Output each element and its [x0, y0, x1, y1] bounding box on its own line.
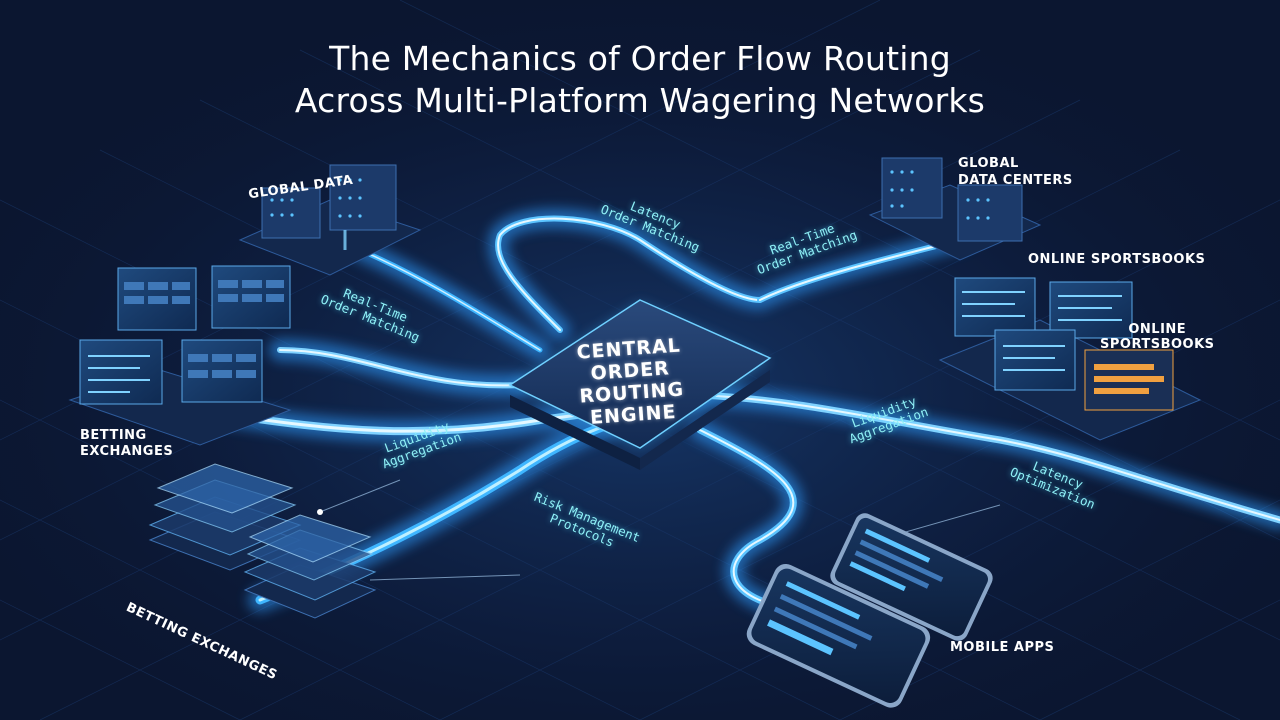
central-engine-label: CENTRAL ORDER ROUTING ENGINE — [553, 333, 709, 431]
label-online-sportsbooks-2: ONLINE SPORTSBOOKS — [1100, 322, 1215, 352]
label-global-data-centers-line2: DATA CENTERS — [958, 173, 1073, 188]
label-betting-exchanges-1-line2: EXCHANGES — [80, 444, 174, 459]
label-betting-exchanges-1-line1: BETTING — [80, 428, 147, 443]
server-rack-right — [868, 157, 1042, 261]
page-title: The Mechanics of Order Flow Routing Acro… — [0, 38, 1280, 122]
label-global-data-centers-line1: GLOBAL — [958, 156, 1019, 171]
exchange-layers-left — [148, 463, 377, 619]
label-online-sportsbooks-1: ONLINE SPORTSBOOKS — [1028, 252, 1206, 267]
label-mobile-apps: MOBILE APPS — [950, 640, 1055, 655]
central-engine-block — [508, 299, 772, 470]
exchange-screens-left — [68, 265, 292, 446]
label-online-sportsbooks-2-line2: SPORTSBOOKS — [1100, 337, 1215, 352]
annotation-dot — [317, 509, 323, 515]
label-global-data-centers: GLOBAL DATA CENTERS — [958, 155, 1073, 189]
title-line-2: Across Multi-Platform Wagering Networks — [294, 81, 986, 120]
label-online-sportsbooks-2-line1: ONLINE — [1128, 322, 1187, 337]
mobile-phones — [746, 513, 993, 708]
title-line-1: The Mechanics of Order Flow Routing — [329, 39, 951, 78]
server-rack-left — [238, 164, 422, 276]
sportsbook-screens-right — [938, 277, 1202, 441]
label-betting-exchanges-1: BETTING EXCHANGES — [80, 428, 173, 460]
